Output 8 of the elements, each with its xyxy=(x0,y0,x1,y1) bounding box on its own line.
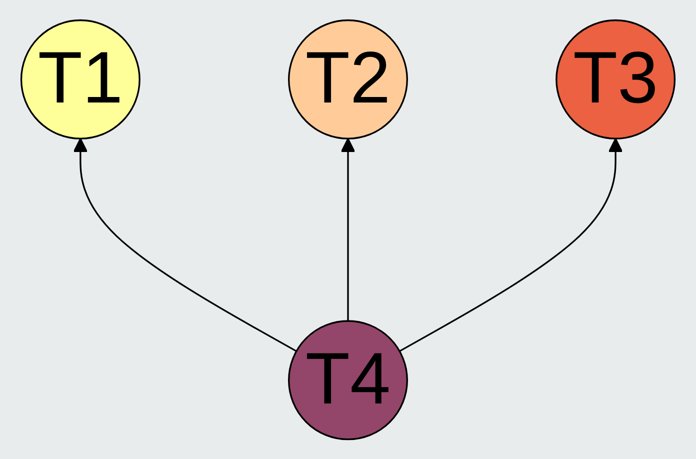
node-circle xyxy=(20,19,140,140)
node-circle xyxy=(288,19,408,140)
arrow xyxy=(399,138,623,352)
diagram: T1 T2 T3 T4 xyxy=(8,6,688,452)
arrow xyxy=(73,138,297,352)
node-circle xyxy=(556,19,676,140)
arrow xyxy=(340,138,356,321)
node-circle xyxy=(288,320,408,440)
